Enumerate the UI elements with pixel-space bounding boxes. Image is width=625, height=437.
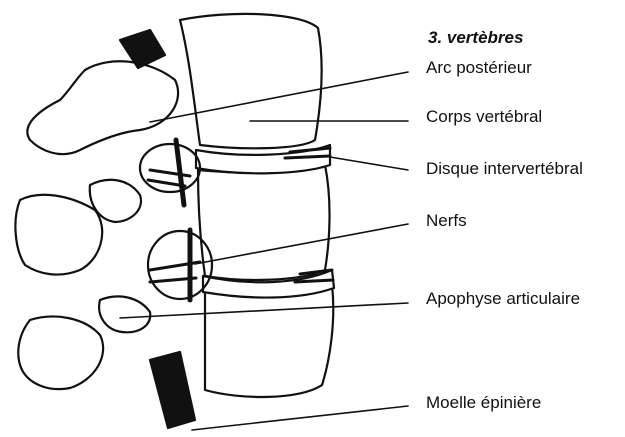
figure-title: 3. vertèbres	[428, 28, 523, 48]
label-nerfs: Nerfs	[426, 211, 467, 231]
label-apophyse-articulaire: Apophyse articulaire	[426, 289, 580, 309]
vertebral-body-bottom	[205, 285, 333, 397]
label-moelle-epiniere: Moelle épinière	[426, 393, 541, 413]
leader-arc-posterieur	[150, 72, 408, 122]
leader-moelle	[192, 406, 408, 430]
label-disque-intervertebral: Disque intervertébral	[426, 159, 583, 179]
label-arc-posterieur: Arc postérieur	[426, 58, 532, 78]
shadow-accent	[176, 140, 190, 300]
spinal-cord-bottom	[150, 352, 195, 428]
posterior-arch-middle	[15, 195, 102, 275]
leader-nerfs	[195, 224, 408, 264]
articular-process-lower	[99, 296, 150, 332]
leader-apophyse	[120, 303, 408, 318]
leader-disque	[330, 157, 408, 170]
vertebral-body-middle	[198, 165, 330, 280]
vertebral-body-top	[180, 14, 322, 148]
label-corps-vertebral: Corps vertébral	[426, 107, 542, 127]
posterior-arch-top	[27, 61, 178, 154]
posterior-arch-bottom	[18, 316, 103, 389]
